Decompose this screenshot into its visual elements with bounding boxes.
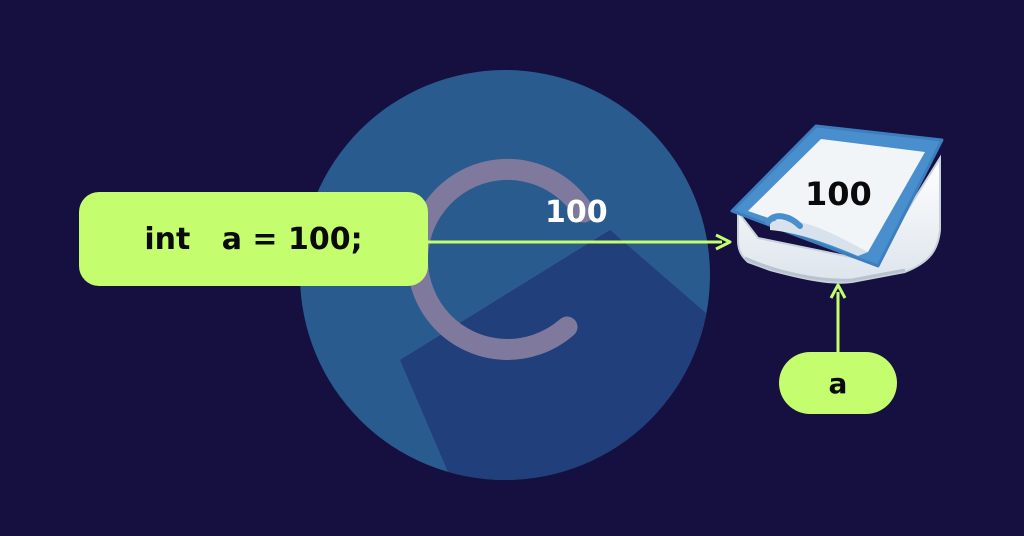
variable-name-text: a <box>828 366 848 400</box>
variable-name-pill: a <box>779 352 897 414</box>
container-bottom-edge <box>744 256 906 282</box>
container-inner-shade <box>770 220 868 256</box>
container-corner-accent <box>765 213 803 229</box>
arrow-value-label: 100 <box>545 195 608 230</box>
arrow-right-icon <box>428 233 732 251</box>
container-body <box>737 154 941 284</box>
code-statement-text: int a = 100; <box>144 221 363 257</box>
container-value: 100 <box>805 175 872 213</box>
arrow-up-icon <box>829 283 847 352</box>
container-icon <box>730 124 944 284</box>
code-statement-box: int a = 100; <box>79 192 428 286</box>
